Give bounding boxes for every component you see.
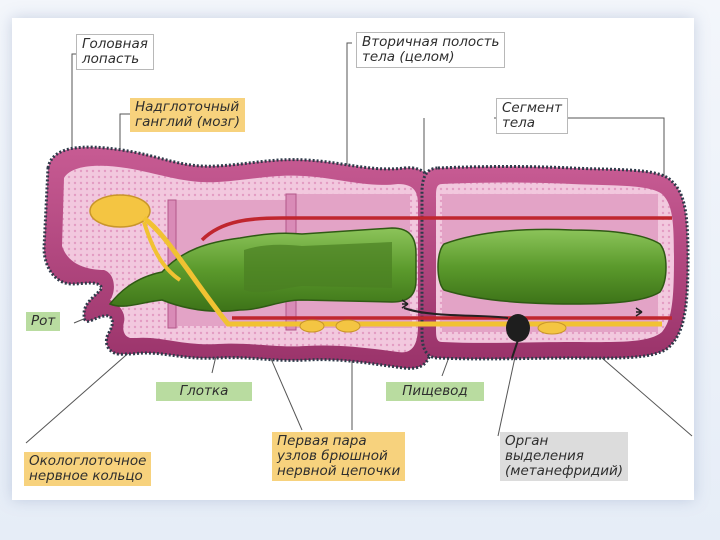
nephridium-bladder	[506, 314, 530, 342]
supraesophageal-ganglion	[90, 195, 150, 227]
label-pharynx: Глотка	[156, 382, 252, 401]
intestine	[438, 229, 666, 304]
ventral-node-2	[336, 320, 360, 332]
ventral-node-3	[538, 322, 566, 334]
pharynx-lumen	[244, 242, 392, 292]
annelid-anatomy-diagram	[12, 18, 694, 500]
ventral-node-1	[300, 320, 324, 332]
label-esophagus: Пищевод	[386, 382, 484, 401]
label-mouth: Рот	[26, 312, 60, 331]
